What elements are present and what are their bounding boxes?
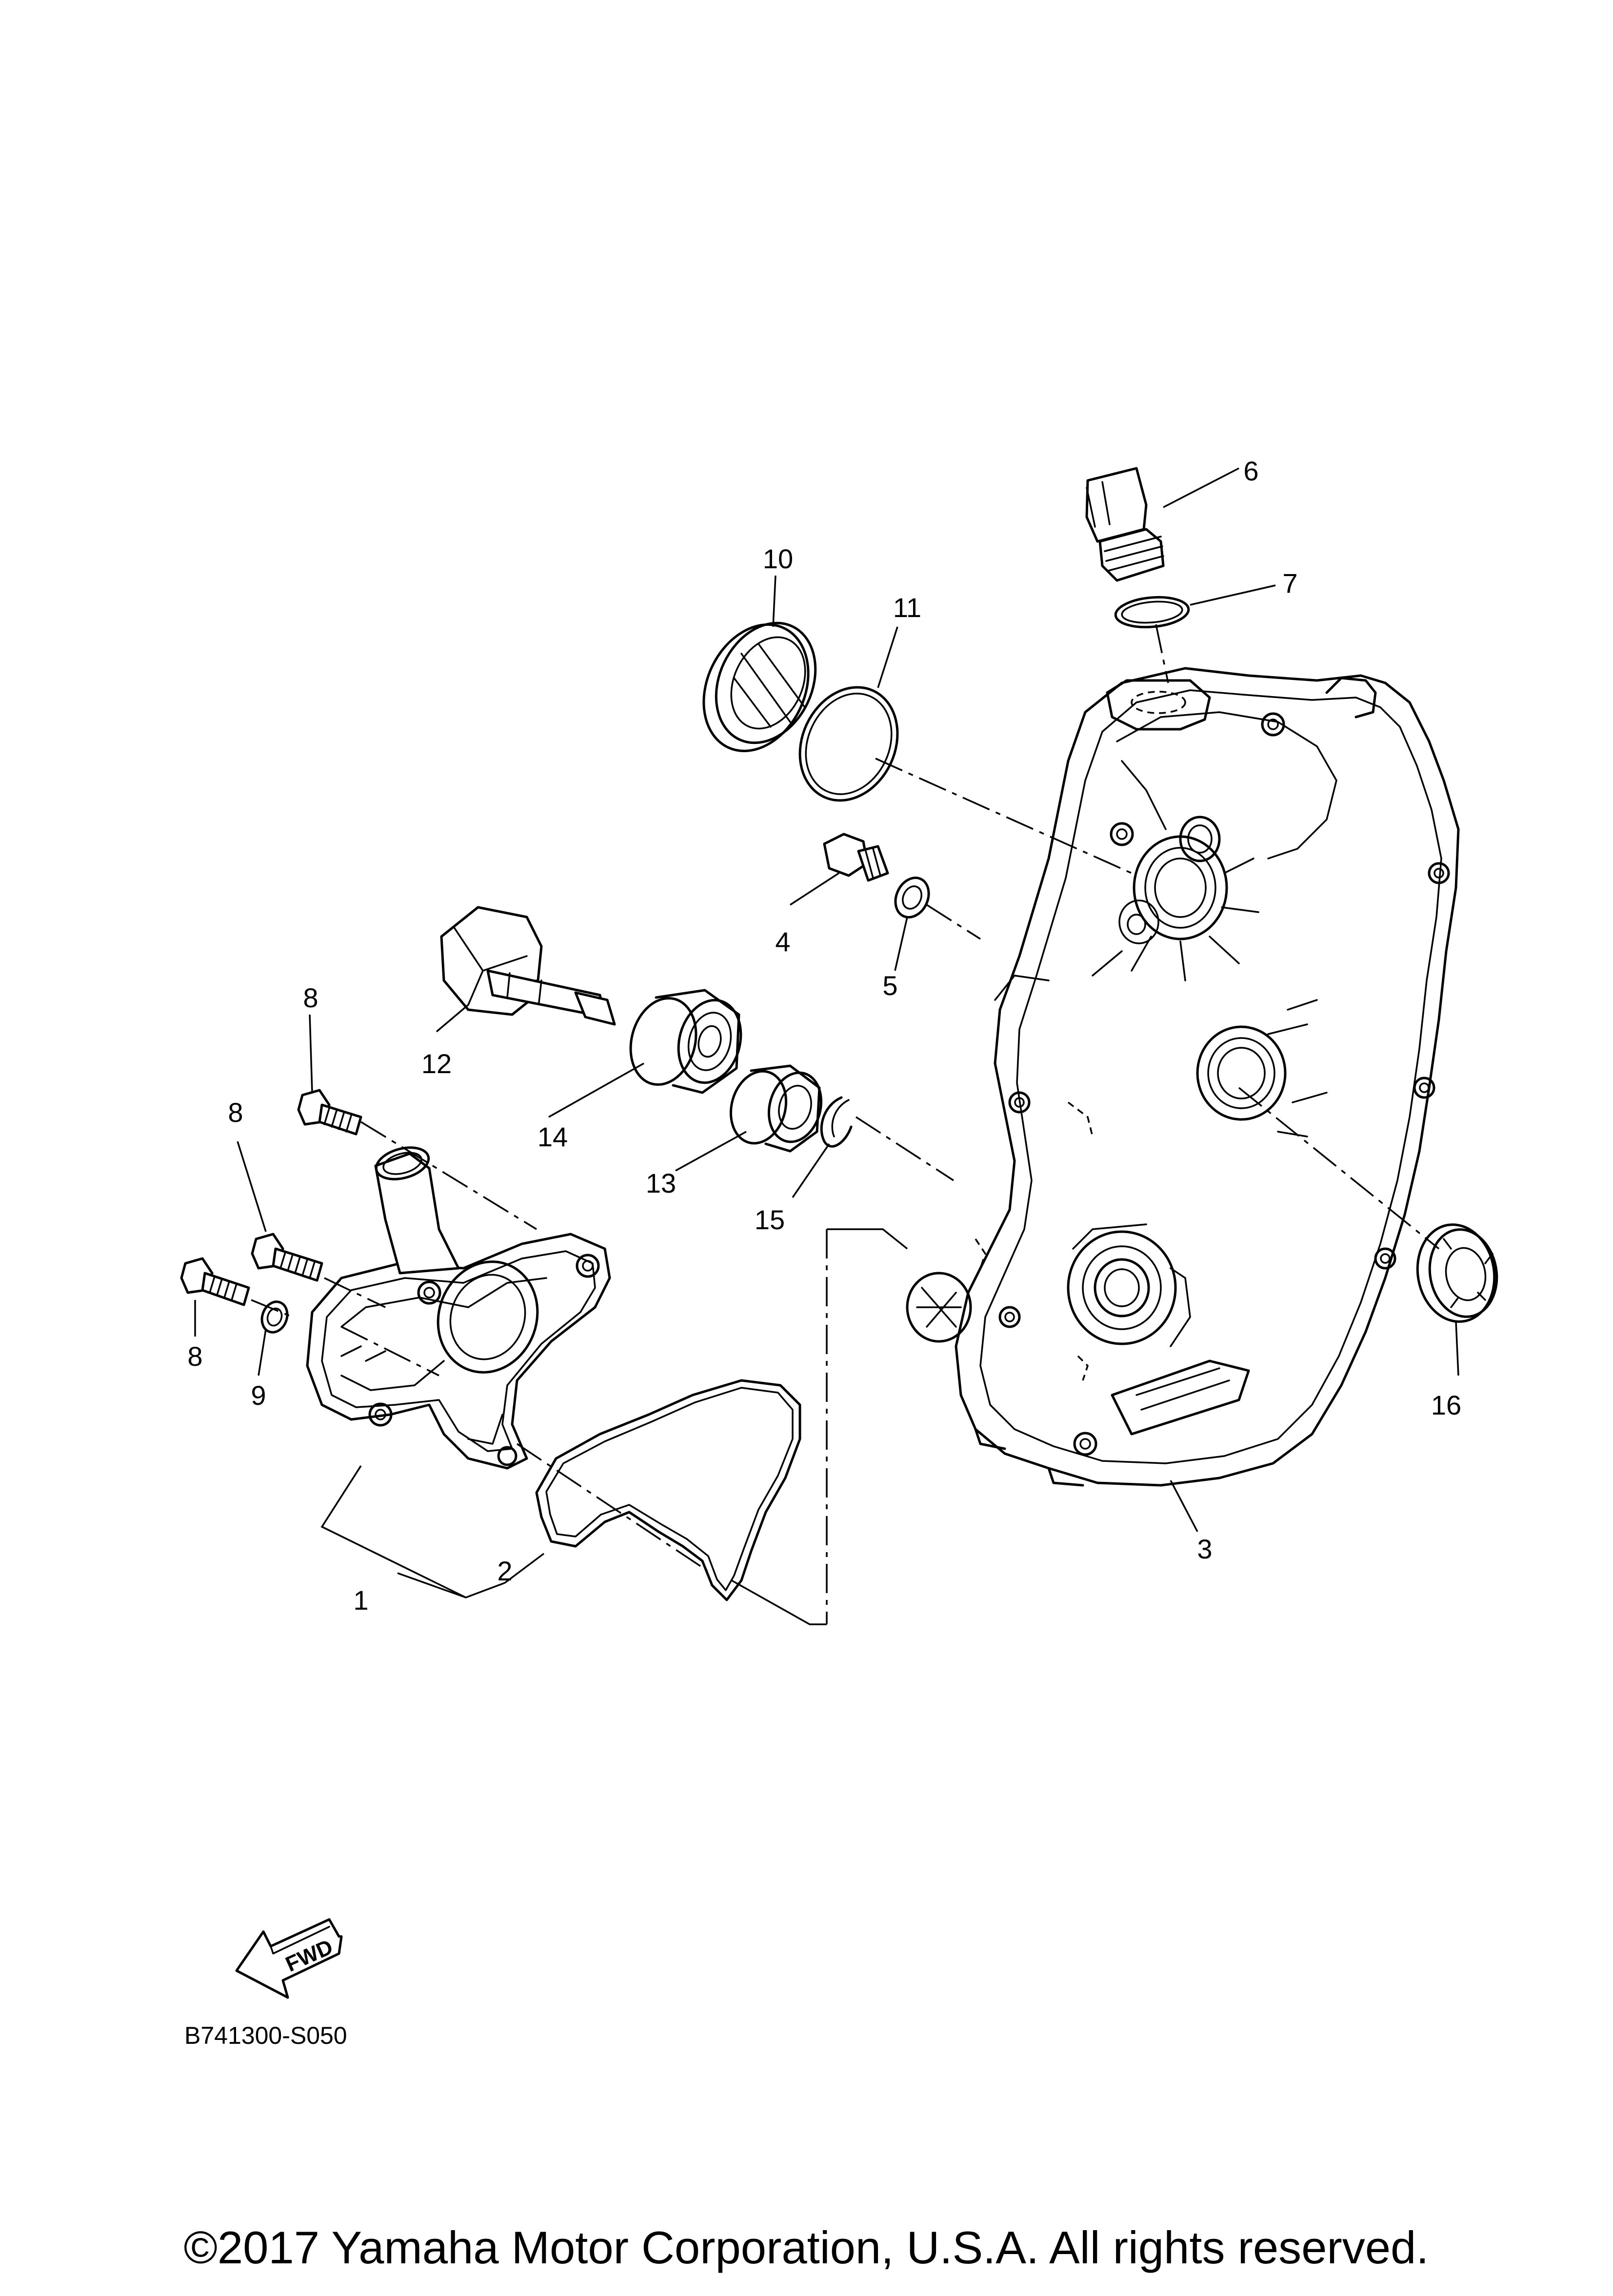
- callout-14: 14: [538, 1121, 568, 1152]
- callout-15: 15: [755, 1204, 785, 1235]
- small-bearing: [729, 1064, 823, 1153]
- sealing-washer: [260, 1300, 289, 1334]
- callout-10: 10: [763, 543, 793, 574]
- callout-1: 1: [353, 1585, 368, 1616]
- callout-2: 2: [497, 1556, 512, 1586]
- callout-16: 16: [1431, 1390, 1461, 1420]
- callout-4: 4: [775, 926, 790, 957]
- leader-lines: [194, 467, 1459, 1598]
- bolt-lower: [180, 1257, 250, 1306]
- forward-arrow-icon: FWD: [235, 1918, 343, 1999]
- crankcase-cover: [906, 667, 1460, 1487]
- callout-7: 7: [1282, 568, 1297, 599]
- callout-13: 13: [646, 1168, 676, 1198]
- diagram-code: B741300-S050: [184, 2022, 347, 2049]
- assembly-lines: [251, 624, 1440, 1625]
- oil-filler-cap: [1085, 467, 1165, 582]
- fwd-label: FWD: [282, 1935, 336, 1977]
- drain-bolt-washer: [894, 877, 930, 918]
- circlip: [820, 1096, 853, 1148]
- water-pump-housing: [306, 1146, 611, 1470]
- callout-6: 6: [1243, 456, 1258, 486]
- callout-3: 3: [1197, 1534, 1212, 1564]
- filler-cap-o-ring: [1114, 596, 1190, 629]
- callout-labels: 1 2 3 4 5 6 7 8 8 8 9 10 11 12 13 14 15 …: [187, 456, 1461, 1616]
- drain-bolt: [823, 833, 889, 882]
- bolt-upper: [297, 1089, 362, 1136]
- copyright-notice: ©2017 Yamaha Motor Corporation, U.S.A. A…: [184, 2222, 1429, 2273]
- bearing-cap: [702, 621, 817, 752]
- cover-o-ring: [798, 686, 899, 802]
- impeller-shaft: [440, 906, 616, 1026]
- oil-seal: [1416, 1223, 1498, 1323]
- callout-9: 9: [251, 1380, 266, 1411]
- large-bearing: [629, 989, 742, 1094]
- callout-8-lower: 8: [187, 1341, 202, 1372]
- water-pump-gasket: [535, 1379, 801, 1601]
- callout-8-upper: 8: [303, 982, 318, 1013]
- callout-11: 11: [893, 592, 921, 623]
- callout-5: 5: [882, 970, 897, 1001]
- bolt-middle: [251, 1233, 323, 1282]
- callout-8-middle: 8: [228, 1097, 243, 1128]
- callout-12: 12: [421, 1048, 452, 1079]
